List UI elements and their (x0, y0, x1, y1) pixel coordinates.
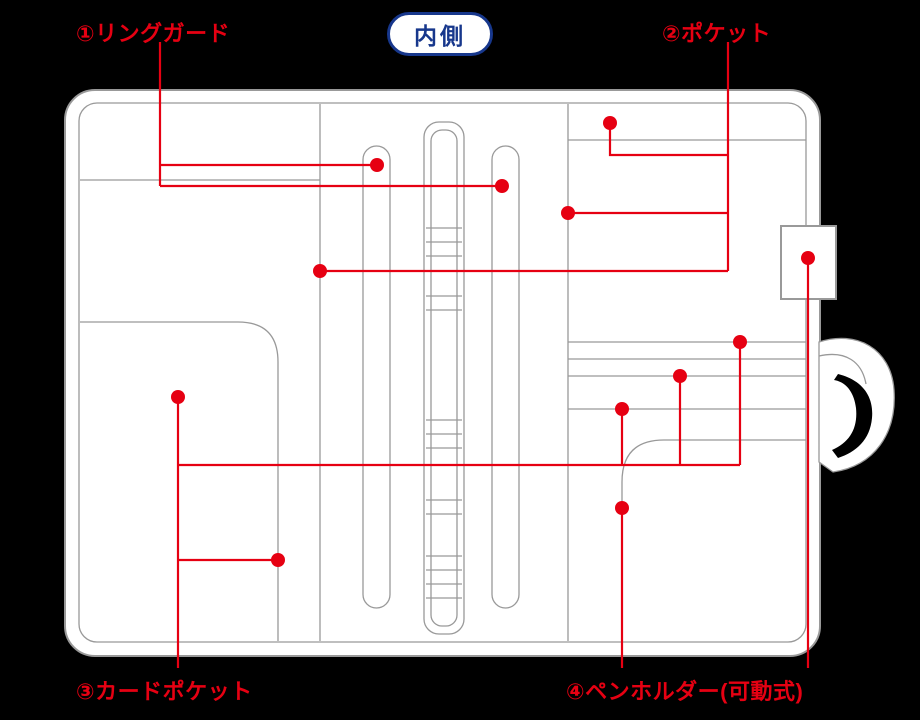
left-large-pocket-edge (80, 321, 279, 641)
strap-fold-line (818, 353, 867, 385)
ring-binder-spine (423, 121, 465, 635)
callout-dot-ring-guard-left (370, 158, 384, 172)
callout-dot-pen-holder-belt (615, 501, 629, 515)
callout-label-pen-holder: ④ペンホルダー(可動式) (566, 679, 804, 704)
ring-guard-right (491, 145, 520, 609)
callout-label-ring-guard: ①リングガード (76, 21, 231, 46)
callout-dot-card-slot-3 (615, 402, 629, 416)
callout-dot-pocket-left (313, 264, 327, 278)
callout-1-lines (158, 42, 509, 193)
callout-dot-card-slot-2 (673, 369, 687, 383)
callout-dot-card-slot-1 (733, 335, 747, 349)
callout-3-lines (171, 335, 747, 668)
callout-dot-pen-holder (801, 251, 815, 265)
callout-label-card-pocket: ③カードポケット (76, 679, 253, 704)
callout-overlay (158, 42, 815, 668)
callout-dot-pocket-right (561, 206, 575, 220)
spine-bar-outline (430, 129, 458, 627)
callout-dot-card-pocket-bottom (271, 553, 285, 567)
ring-guard-left (362, 145, 391, 609)
spine-plate-outline (423, 121, 465, 635)
callout-dot-pocket-top (603, 116, 617, 130)
ring-guards (362, 145, 520, 609)
lining-stitch-line (78, 102, 807, 643)
callout-2-lines (313, 42, 730, 278)
organizer-body (64, 89, 821, 657)
binder-rings (426, 227, 462, 599)
closure-strap (818, 337, 895, 473)
callout-dot-card-pocket-left (171, 390, 185, 404)
inside-badge: 内側 (387, 12, 493, 56)
callout-label-pocket: ②ポケット (662, 21, 772, 46)
callout-dot-ring-guard-right (495, 179, 509, 193)
callout-4-lines (615, 251, 815, 668)
right-bottom-pocket-edge (621, 439, 806, 641)
strap-loop-hole (832, 374, 873, 458)
